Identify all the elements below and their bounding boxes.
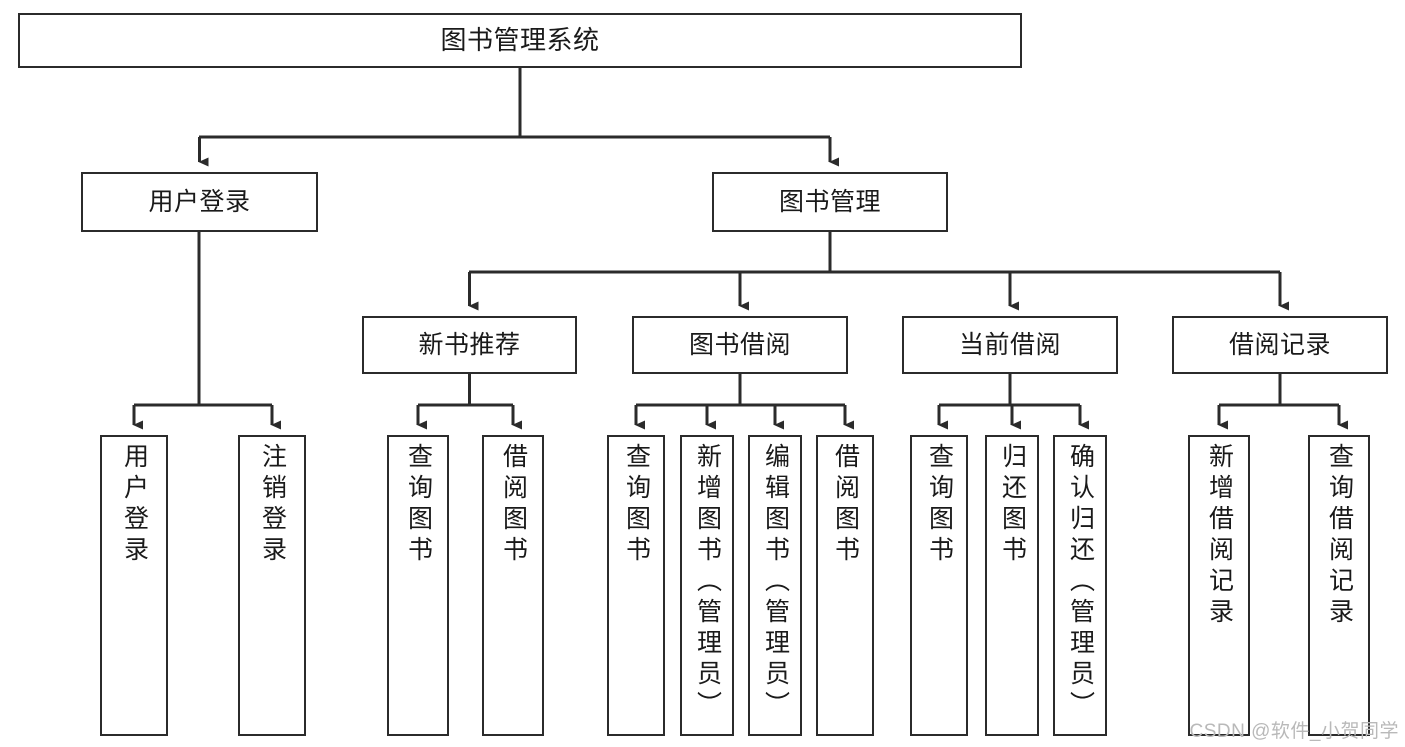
node-leaf-rec-query-book[interactable]: 查询图书 bbox=[387, 435, 449, 736]
node-label: 新增图书（管理员） bbox=[693, 443, 722, 722]
node-leaf-borrow-query-book[interactable]: 查询图书 bbox=[607, 435, 665, 736]
node-borrow-record[interactable]: 借阅记录 bbox=[1172, 316, 1388, 374]
node-label: 编辑图书（管理员） bbox=[761, 443, 790, 722]
watermark-text: CSDN @软件_小贺同学 bbox=[1189, 721, 1399, 742]
node-current-borrow[interactable]: 当前借阅 bbox=[902, 316, 1118, 374]
node-leaf-user-logout[interactable]: 注销登录 bbox=[238, 435, 306, 736]
node-new-book-recommend[interactable]: 新书推荐 bbox=[362, 316, 577, 374]
node-label: 查询图书 bbox=[622, 443, 651, 567]
node-label: 查询借阅记录 bbox=[1325, 443, 1354, 629]
node-label: 图书借阅 bbox=[688, 330, 791, 359]
node-label: 图书管理系统 bbox=[440, 25, 600, 56]
node-label: 当前借阅 bbox=[958, 330, 1061, 359]
node-book-manage[interactable]: 图书管理 bbox=[712, 172, 948, 232]
node-leaf-borrow-borrow-book[interactable]: 借阅图书 bbox=[816, 435, 874, 736]
node-label: 用户登录 bbox=[120, 443, 149, 567]
node-leaf-borrow-add-book[interactable]: 新增图书（管理员） bbox=[680, 435, 734, 736]
node-user-login[interactable]: 用户登录 bbox=[81, 172, 318, 232]
node-leaf-cur-return-book[interactable]: 归还图书 bbox=[985, 435, 1039, 736]
node-label: 借阅图书 bbox=[831, 443, 860, 567]
node-leaf-rec-borrow-book[interactable]: 借阅图书 bbox=[482, 435, 544, 736]
node-label: 新书推荐 bbox=[418, 330, 521, 359]
node-leaf-cur-query-book[interactable]: 查询图书 bbox=[910, 435, 968, 736]
node-book-borrow[interactable]: 图书借阅 bbox=[632, 316, 848, 374]
node-leaf-user-login[interactable]: 用户登录 bbox=[100, 435, 168, 736]
node-leaf-cur-confirm-return[interactable]: 确认归还（管理员） bbox=[1053, 435, 1107, 736]
node-label: 新增借阅记录 bbox=[1205, 443, 1234, 629]
node-leaf-rec-add-record[interactable]: 新增借阅记录 bbox=[1188, 435, 1250, 736]
node-label: 图书管理 bbox=[778, 187, 881, 216]
node-leaf-borrow-edit-book[interactable]: 编辑图书（管理员） bbox=[748, 435, 802, 736]
node-label: 查询图书 bbox=[925, 443, 954, 567]
node-leaf-rec-query-record[interactable]: 查询借阅记录 bbox=[1308, 435, 1370, 736]
node-label: 注销登录 bbox=[258, 443, 287, 567]
node-label: 借阅图书 bbox=[499, 443, 528, 567]
node-label: 查询图书 bbox=[404, 443, 433, 567]
node-label: 借阅记录 bbox=[1228, 330, 1331, 359]
node-label: 归还图书 bbox=[998, 443, 1027, 567]
node-label: 确认归还（管理员） bbox=[1066, 443, 1095, 722]
node-root[interactable]: 图书管理系统 bbox=[18, 13, 1022, 68]
node-label: 用户登录 bbox=[148, 187, 251, 216]
